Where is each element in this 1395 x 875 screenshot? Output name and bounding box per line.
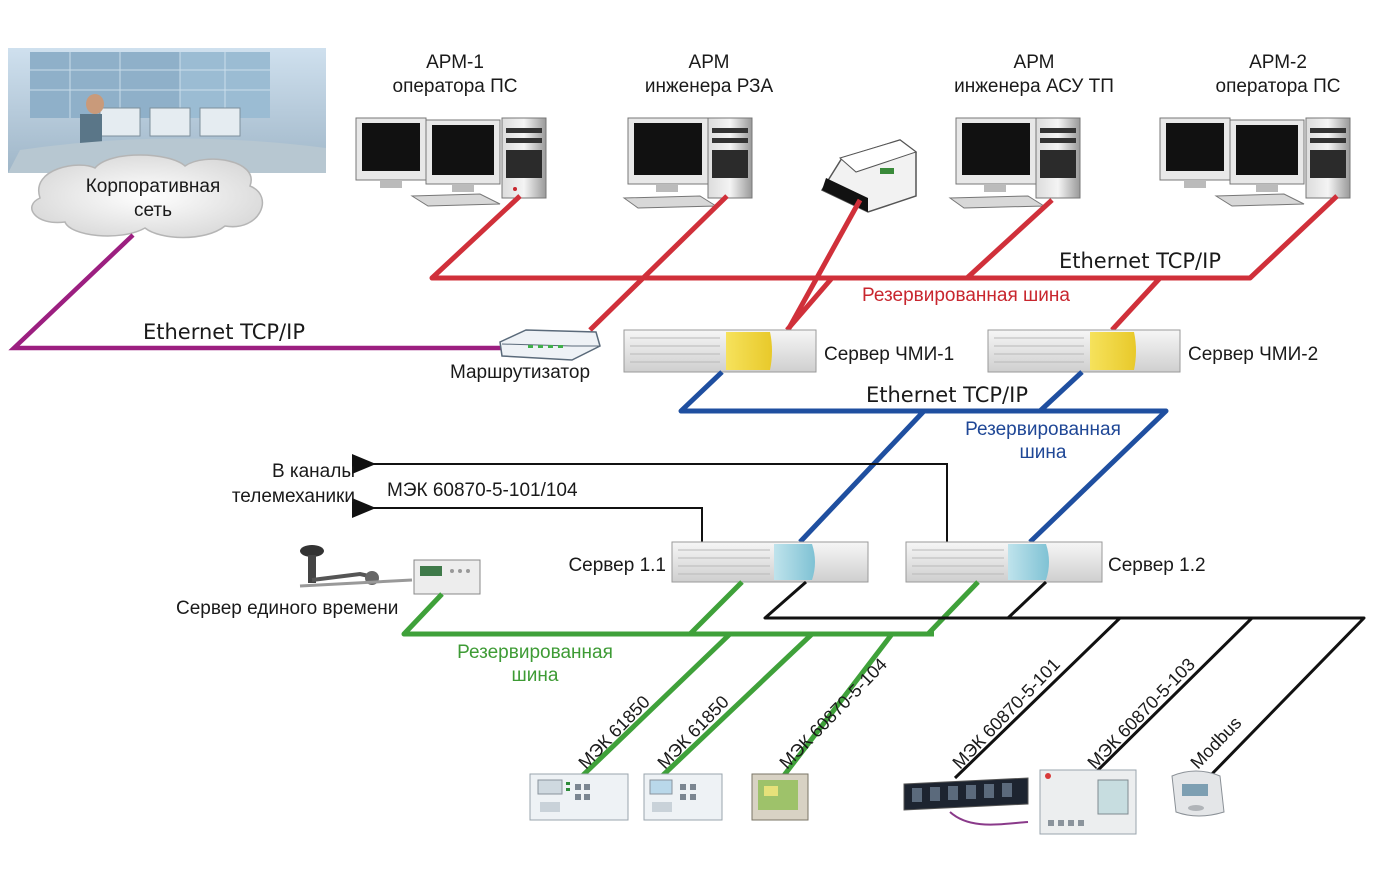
time-server-icon — [299, 545, 481, 595]
telemechanics-label-2: телемеханики — [232, 486, 355, 507]
corporate-network-label-1: Корпоративная — [86, 176, 221, 197]
ws3-subtitle: инженера АСУ ТП — [954, 76, 1114, 97]
corporate-network-cloud — [31, 154, 264, 239]
ws2-subtitle: инженера РЗА — [645, 76, 774, 97]
control-room-photo — [8, 48, 326, 173]
workstation-labels: АРМ-1 оператора ПС АРМ инженера РЗА АРМ … — [393, 52, 1341, 97]
protocol-label-iec103: МЭК 60870-5-103 — [1083, 654, 1198, 773]
hmi-server-1-icon — [623, 329, 817, 373]
black-serial-links — [763, 580, 1366, 780]
hmi-server-2-icon — [987, 329, 1181, 373]
ethernet-label-red: Ethernet TCP/IP — [1059, 249, 1221, 273]
workstation-3-computer-icon — [948, 117, 1081, 209]
blue-bus-label-1: Резервированная — [965, 419, 1121, 440]
server-1-2-icon — [905, 541, 1103, 583]
red-bus-label: Резервированная шина — [862, 285, 1070, 306]
green-redundant-bus — [401, 580, 980, 780]
ws3-title: АРМ — [1014, 52, 1055, 73]
hmi-server-2-label: Сервер ЧМИ-2 — [1188, 344, 1318, 365]
telemechanics-label-1: В каналы — [272, 461, 355, 482]
time-server-label: Сервер единого времени — [176, 598, 398, 619]
router-icon — [499, 329, 601, 361]
protection-terminal-icon — [1039, 769, 1137, 835]
terminal-device-icon — [751, 773, 809, 821]
ws4-title: АРМ-2 — [1249, 52, 1307, 73]
ws1-title: АРМ-1 — [426, 52, 484, 73]
workstation-4-computer-icon — [1159, 117, 1351, 207]
meter-device-icon — [1171, 770, 1225, 817]
blue-redundant-bus — [678, 370, 1169, 544]
ethernet-label-purple: Ethernet TCP/IP — [143, 320, 305, 344]
ws4-subtitle: оператора ПС — [1216, 76, 1341, 97]
workstation-1-computer-icon — [355, 117, 547, 207]
ethernet-label-blue: Ethernet TCP/IP — [866, 383, 1028, 407]
protocol-label-iec61850-1: МЭК 61850 — [574, 692, 653, 773]
server-1-1-label: Сервер 1.1 — [568, 555, 666, 576]
telemechanics-protocol-label: МЭК 60870-5-101/104 — [387, 480, 578, 501]
server-1-2-label: Сервер 1.2 — [1108, 555, 1206, 576]
server-1-1-icon — [671, 541, 869, 583]
red-redundant-bus — [429, 194, 1339, 332]
router-label: Маршрутизатор — [450, 362, 590, 383]
corporate-network-label-2: сеть — [134, 200, 172, 221]
green-bus-label-1: Резервированная — [457, 642, 613, 663]
purple-corporate-link — [8, 233, 505, 351]
blue-bus-label-2: шина — [1020, 442, 1067, 463]
relay-device-2-icon — [643, 773, 723, 821]
relay-device-1-icon — [529, 773, 629, 821]
ws2-title: АРМ — [689, 52, 730, 73]
ws1-subtitle: оператора ПС — [393, 76, 518, 97]
protocol-label-modbus: Modbus — [1186, 713, 1245, 773]
green-bus-label-2: шина — [512, 665, 559, 686]
telemechanics-arrows — [352, 454, 948, 542]
hmi-server-1-label: Сервер ЧМИ-1 — [824, 344, 954, 365]
protocol-label-iec104: МЭК 60870-5-104 — [775, 654, 890, 773]
plc-rail-device-icon — [903, 777, 1029, 826]
protocol-label-iec101: МЭК 60870-5-101 — [948, 654, 1063, 773]
protocol-label-iec61850-2: МЭК 61850 — [653, 692, 732, 773]
printer-icon — [820, 139, 918, 213]
workstation-2-computer-icon — [622, 117, 753, 209]
